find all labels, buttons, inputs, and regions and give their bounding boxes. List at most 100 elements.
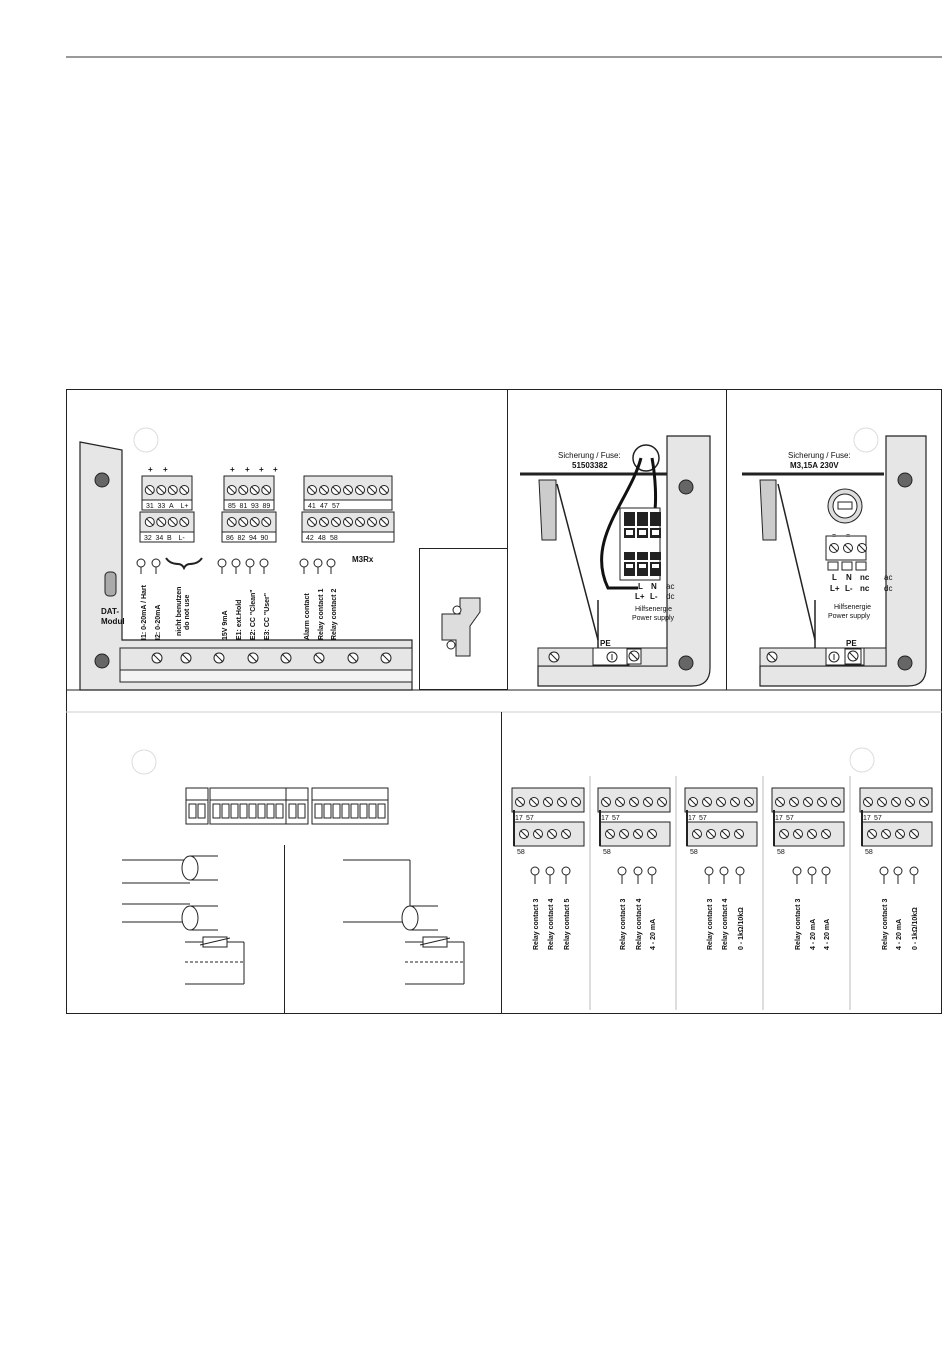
screw-slot (534, 830, 542, 838)
terminal-pin-icon (217, 558, 227, 568)
terminal-pin-icon (231, 558, 241, 568)
module-pin-number: 58 (777, 849, 785, 856)
c-nc2: nc (860, 584, 870, 593)
power-block-cell (624, 512, 635, 526)
module-label: Relay contact 3 (795, 899, 802, 950)
screw-slot (157, 518, 166, 526)
screw-slot (910, 830, 918, 838)
panel-c-housing (742, 427, 927, 687)
strip-pin (248, 803, 257, 819)
module-pin-icon (909, 866, 919, 876)
c-lm: L- (845, 584, 853, 593)
power-block-slot (639, 530, 646, 535)
screw-slot (882, 830, 890, 838)
vertical-label: 15V 9mA (222, 610, 229, 640)
module-label: Relay contact 4 (548, 899, 555, 950)
module-pin-icon (735, 866, 745, 876)
screw-slot (620, 830, 628, 838)
b-n: N (651, 582, 657, 591)
screw-slot (616, 798, 624, 806)
screw-slot (572, 798, 580, 806)
screw-slot (648, 830, 656, 838)
screw-slot (735, 830, 743, 838)
terminal-number: 93 (251, 503, 259, 510)
screw-slot (308, 486, 316, 494)
terminal-pin-icon (136, 558, 146, 568)
terminal-pin-icon (245, 558, 255, 568)
screw-slot (308, 518, 316, 526)
vertical-label: Relay contact 1 (318, 589, 325, 640)
strip-pin (188, 803, 197, 819)
screw-slot (644, 798, 652, 806)
screw-slot (262, 518, 271, 526)
terminal-number: 94 (249, 535, 257, 542)
screw-slot (250, 518, 259, 526)
equal-mark: = (846, 533, 850, 540)
module-pin-icon (545, 866, 555, 876)
terminal-number: 58 (330, 535, 338, 542)
screw-slot (530, 798, 538, 806)
module-pin-number: 57 (612, 815, 620, 822)
plus-marker: + (148, 465, 153, 474)
strip-pin (221, 803, 230, 819)
screw-slot (344, 486, 352, 494)
screw-slot (896, 830, 904, 838)
terminal-bottom-labelstrip (139, 531, 195, 543)
brace-symbol (165, 557, 203, 571)
vertical-label: E3: CC "User" (264, 593, 271, 640)
module-pin-number: 57 (786, 815, 794, 822)
vertical-label: Alarm contact (304, 593, 311, 640)
power-block-slot (652, 564, 659, 568)
screw-slot (794, 830, 802, 838)
screw-slot (658, 798, 666, 806)
screw-slot (780, 830, 788, 838)
terminal-slot (855, 561, 867, 571)
screw-slot (516, 798, 524, 806)
terminal-number: 85 (228, 503, 236, 510)
screw-slot (544, 798, 552, 806)
screw-slot (790, 798, 798, 806)
module-label: Relay contact 5 (564, 899, 571, 950)
screw-slot (721, 830, 729, 838)
strip-pin (275, 803, 284, 819)
terminal-number: 31 (146, 503, 154, 510)
screw-slot (227, 518, 236, 526)
module-label: 0 - 1kΩ/10kΩ (738, 907, 745, 950)
power-terminal-block (624, 512, 661, 576)
screw-slot (868, 830, 876, 838)
vertical-label: E2: CC "Clean" (250, 589, 257, 640)
power-block-cell (637, 562, 648, 576)
screw-slot (157, 486, 166, 494)
screw-slot (920, 798, 928, 806)
b-dc: dc (666, 592, 674, 601)
screw-slot (250, 486, 259, 494)
terminal-pin-icon (299, 558, 309, 568)
module-pin-icon (617, 866, 627, 876)
screw-slot (344, 518, 352, 526)
module-pin-icon (792, 866, 802, 876)
module-label: Relay contact 3 (882, 899, 889, 950)
strip-pin (332, 803, 341, 819)
module-pin-number: 17 (863, 815, 871, 822)
fuse-value-c: M3,15A 230V (790, 461, 839, 470)
screw-slot (844, 544, 852, 552)
screw-slot (356, 518, 364, 526)
screw-slot (152, 653, 162, 663)
terminal-number: 41 (308, 503, 316, 510)
strip-pin (323, 803, 332, 819)
strip-pin (230, 803, 239, 819)
screw-slot (830, 544, 838, 552)
module-pin-number: 58 (517, 849, 525, 856)
module-pin-number: 57 (699, 815, 707, 822)
plus-marker: + (245, 465, 250, 474)
power-block-slot (639, 564, 646, 568)
screw-slot (181, 653, 191, 663)
screw-slot (693, 830, 701, 838)
cable-sketch-right (343, 859, 465, 985)
